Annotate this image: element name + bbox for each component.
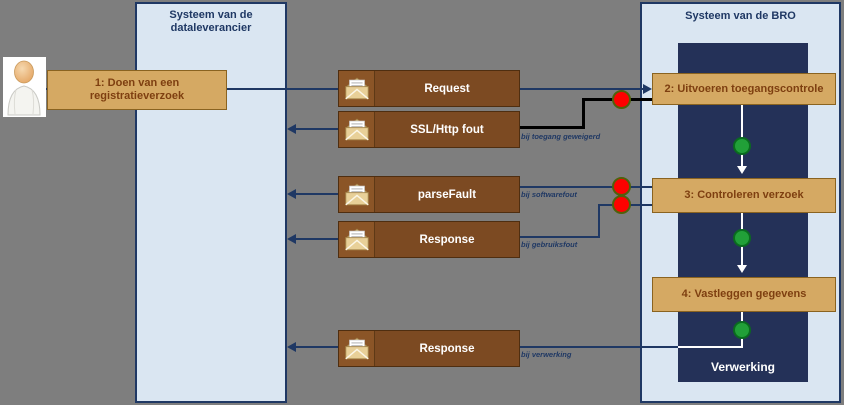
condition-softwarefout: bij softwarefout <box>521 190 577 199</box>
arrowhead-response1-left-icon <box>287 234 296 244</box>
step-label: 3: Controleren verzoek <box>684 189 804 201</box>
activity-label: Verwerking <box>710 360 776 374</box>
envelope-icon <box>339 112 375 147</box>
success-marker-icon <box>733 229 751 247</box>
error-line-toegang-v <box>582 98 585 129</box>
envelope-icon <box>339 177 375 212</box>
step-label: 4: Vastleggen gegevens <box>681 288 807 300</box>
arrowhead-parsefault-left-icon <box>287 189 296 199</box>
envelope-icon <box>339 331 375 366</box>
step-label: 1: Doen van een registratieverzoek <box>89 77 185 102</box>
step-4-vastleggen-gegevens: 4: Vastleggen gegevens <box>652 277 836 312</box>
condition-toegang-geweigerd: bij toegang geweigerd <box>521 132 601 141</box>
step-label: 2: Uitvoeren toegangscontrole <box>664 82 824 95</box>
error-marker-icon <box>612 195 631 214</box>
message-parsefault: parseFault <box>338 176 520 213</box>
step-2-uitvoeren-toegangscontrole: 2: Uitvoeren toegangscontrole <box>652 73 836 105</box>
message-response-verwerking: Response <box>338 330 520 367</box>
condition-gebruiksfout: bij gebruiksfout <box>521 240 578 249</box>
success-marker-icon <box>733 321 751 339</box>
message-response-gebruiksfout: Response <box>338 221 520 258</box>
message-label: Response <box>419 342 475 355</box>
message-ssl-http-fout: SSL/Http fout <box>338 111 520 148</box>
step-1-doen-registratieverzoek: 1: Doen van een registratieverzoek <box>47 70 227 110</box>
message-label: Request <box>424 82 470 95</box>
arrowhead-down-1-icon <box>737 166 747 174</box>
arrowhead-sslfout-left-icon <box>287 124 296 134</box>
error-line-toegang-h2 <box>519 126 585 129</box>
flow-line-response2-white <box>678 346 743 348</box>
error-marker-icon <box>612 177 631 196</box>
message-request: Request <box>338 70 520 107</box>
lane-title-bro: Systeem van de BRO <box>685 10 796 22</box>
lane-dataleverancier: Systeem van de dataleverancier <box>135 2 287 403</box>
flow-line-response1-left <box>294 238 338 240</box>
flow-line-response1-v <box>598 204 600 238</box>
flow-line-parsefault-left <box>294 193 338 195</box>
flow-line-sslfout <box>294 128 338 130</box>
arrowhead-response2-left-icon <box>287 342 296 352</box>
error-marker-icon <box>612 90 631 109</box>
message-label: parseFault <box>417 188 477 201</box>
person-icon <box>3 57 46 117</box>
arrowhead-request-right-icon <box>643 84 652 94</box>
step-3-controleren-verzoek: 3: Controleren verzoek <box>652 178 836 213</box>
message-label: SSL/Http fout <box>410 123 484 136</box>
success-marker-icon <box>733 137 751 155</box>
flow-line-response1-h2 <box>519 236 600 238</box>
message-label: Response <box>419 233 475 246</box>
arrowhead-down-2-icon <box>737 265 747 273</box>
condition-verwerking: bij verwerking <box>521 350 572 359</box>
control-flow-v1 <box>741 105 743 168</box>
flow-line-parsefault-right <box>519 186 652 188</box>
envelope-icon <box>339 222 375 257</box>
envelope-icon <box>339 71 375 106</box>
lane-title-dataleverancier: Systeem van de dataleverancier <box>169 9 253 34</box>
